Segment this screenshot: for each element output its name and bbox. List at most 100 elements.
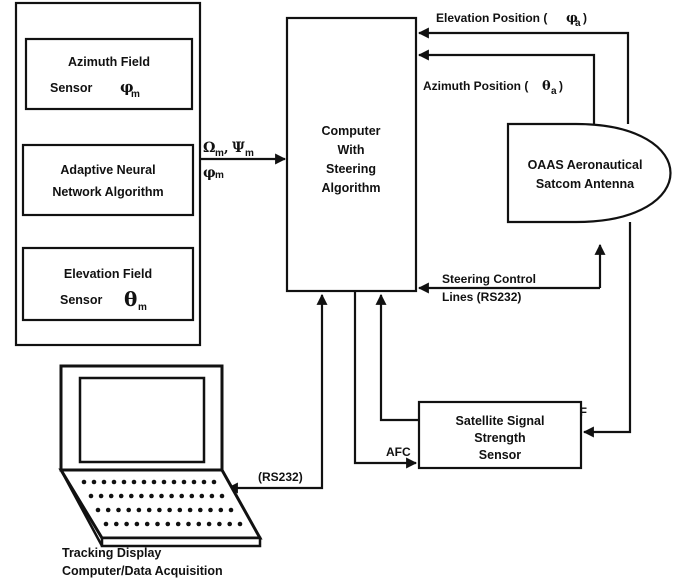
- keyboard-key: [114, 521, 119, 527]
- rf-arrow: [582, 222, 632, 438]
- laptop-keyboard: [81, 479, 243, 527]
- azimuth-position-label: Azimuth Position ( θ a ): [423, 79, 563, 97]
- elevation-position-label: Elevation Position ( φ a ): [436, 11, 587, 29]
- keyboard-key: [198, 507, 203, 513]
- keyboard-key: [217, 521, 222, 527]
- antenna-outline: [506, 122, 672, 224]
- keyboard-key: [134, 521, 140, 527]
- laptop-base-side: [59, 469, 104, 547]
- antenna-shape: OAAS Aeronautical Satcom Antenna: [506, 122, 672, 224]
- keyboard-key: [219, 493, 225, 499]
- signal-sensor-frame: [417, 400, 583, 470]
- keyboard-key: [191, 479, 197, 485]
- keyboard-key: [165, 521, 171, 527]
- keyboard-key: [118, 493, 124, 499]
- keyboard-key: [189, 493, 195, 499]
- neural-network-line2: Network Algorithm: [52, 185, 163, 199]
- azimuth-position-text: Azimuth Position (: [423, 79, 528, 93]
- keyboard-key: [116, 507, 121, 513]
- azimuth-position-symbol: θ: [542, 79, 551, 94]
- keyboard-key: [95, 507, 101, 513]
- computer-line4: Algorithm: [321, 181, 380, 195]
- psi-subscript: m: [245, 148, 254, 159]
- keyboard-key: [227, 521, 232, 527]
- keyboard-key: [209, 493, 215, 499]
- keyboard-key: [126, 507, 131, 513]
- elevation-position-symbol: φ: [566, 11, 578, 26]
- antenna-line2: Satcom Antenna: [536, 177, 635, 191]
- keyboard-key: [105, 507, 111, 513]
- keyboard-key: [175, 521, 181, 527]
- keyboard-key: [177, 507, 183, 513]
- elevation-sensor-line2: Sensor: [60, 293, 103, 307]
- laptop-icon: [58, 364, 263, 548]
- sensor-panel: Azimuth Field Sensor φ m Adaptive Neural…: [14, 1, 202, 347]
- signal-sensor-line3: Sensor: [479, 448, 522, 462]
- neural-network-line1: Adaptive Neural: [60, 163, 155, 177]
- keyboard-key: [201, 479, 207, 485]
- laptop-caption-line2: Computer/Data Acquisition: [62, 564, 223, 578]
- keyboard-key: [169, 493, 174, 499]
- elevation-sensor-line1: Elevation Field: [64, 267, 152, 281]
- steering-line1: Steering Control: [442, 272, 536, 286]
- elevation-position-text: Elevation Position (: [436, 11, 547, 25]
- keyboard-key: [187, 507, 193, 513]
- keyboard-key: [199, 493, 205, 499]
- keyboard-key: [211, 479, 217, 485]
- sensor-output-label: Ω m , Ψ m φ m: [203, 140, 254, 181]
- keyboard-key: [139, 493, 144, 499]
- keyboard-key: [111, 479, 117, 485]
- steering-control-label: Steering Control Lines (RS232): [442, 272, 536, 304]
- omega-symbol: Ω: [203, 140, 215, 156]
- signal-to-computer-arrow: [375, 293, 419, 422]
- elevation-theta-subscript: m: [138, 302, 147, 313]
- keyboard-key: [179, 493, 184, 499]
- phi-subscript: m: [215, 170, 224, 181]
- elevation-position-close: ): [583, 11, 587, 25]
- keyboard-key: [101, 479, 107, 485]
- keyboard-key: [149, 493, 154, 499]
- computer-line2: With: [338, 143, 365, 157]
- computer-box: Computer With Steering Algorithm: [285, 16, 418, 293]
- keyboard-key: [91, 479, 97, 485]
- psi-symbol: Ψ: [232, 140, 245, 156]
- keyboard-key: [131, 479, 137, 485]
- azimuth-sensor-line1: Azimuth Field: [68, 55, 150, 69]
- azimuth-field-sensor-box: Azimuth Field Sensor φ m: [24, 37, 194, 111]
- keyboard-key: [146, 507, 152, 513]
- keyboard-key: [155, 521, 160, 527]
- keyboard-key: [98, 493, 104, 499]
- antenna-line1: OAAS Aeronautical: [528, 158, 643, 172]
- azimuth-position-subscript: a: [551, 86, 557, 97]
- keyboard-key: [237, 521, 243, 527]
- azimuth-position-close: ): [559, 79, 563, 93]
- keyboard-key: [157, 507, 162, 513]
- afc-arrow: [353, 291, 418, 469]
- laptop-caption-line1: Tracking Display: [62, 546, 161, 560]
- keyboard-key: [129, 493, 134, 499]
- keyboard-key: [186, 521, 191, 527]
- phi-symbol: φ: [203, 165, 216, 181]
- elevation-theta-symbol: θ: [124, 287, 137, 311]
- neural-network-frame: [21, 143, 195, 217]
- omega-subscript: m: [215, 148, 224, 159]
- keyboard-key: [124, 521, 129, 527]
- keyboard-key: [228, 507, 234, 513]
- output-separator: ,: [224, 141, 229, 156]
- keyboard-key: [144, 521, 150, 527]
- elevation-position-subscript: a: [575, 18, 581, 29]
- keyboard-key: [141, 479, 147, 485]
- azimuth-position-arrow: [417, 49, 596, 124]
- computer-line3: Steering: [326, 162, 376, 176]
- azimuth-phi-subscript: m: [131, 89, 140, 100]
- keyboard-key: [181, 479, 187, 485]
- afc-label: AFC: [386, 445, 411, 459]
- keyboard-key: [161, 479, 167, 485]
- keyboard-key: [88, 493, 94, 499]
- laptop-screen: [78, 376, 206, 464]
- keyboard-key: [206, 521, 212, 527]
- rs232-link-arrow: [226, 293, 328, 494]
- rs232-label: (RS232): [258, 470, 303, 484]
- keyboard-key: [81, 479, 87, 485]
